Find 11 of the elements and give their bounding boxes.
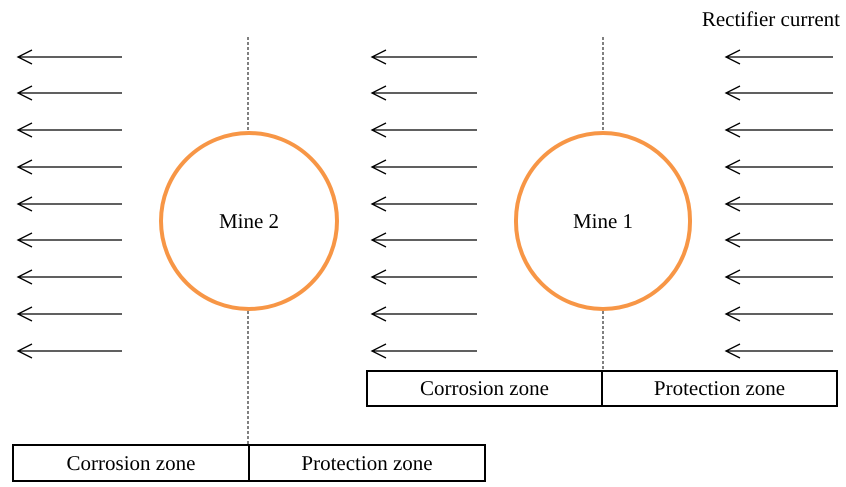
mine-label: Mine 2	[218, 208, 280, 234]
zone-box	[12, 444, 250, 482]
zone-label: Protection zone	[301, 450, 433, 476]
zone-label: Protection zone	[654, 375, 786, 402]
zone-box	[248, 444, 486, 482]
zone-label: Corrosion zone	[420, 375, 549, 402]
zone-box	[366, 370, 603, 407]
zone-box	[601, 370, 838, 407]
zone-label: Corrosion zone	[66, 450, 196, 476]
current-label: Rectifier current	[702, 6, 840, 32]
mine-label: Mine 1	[572, 208, 634, 234]
